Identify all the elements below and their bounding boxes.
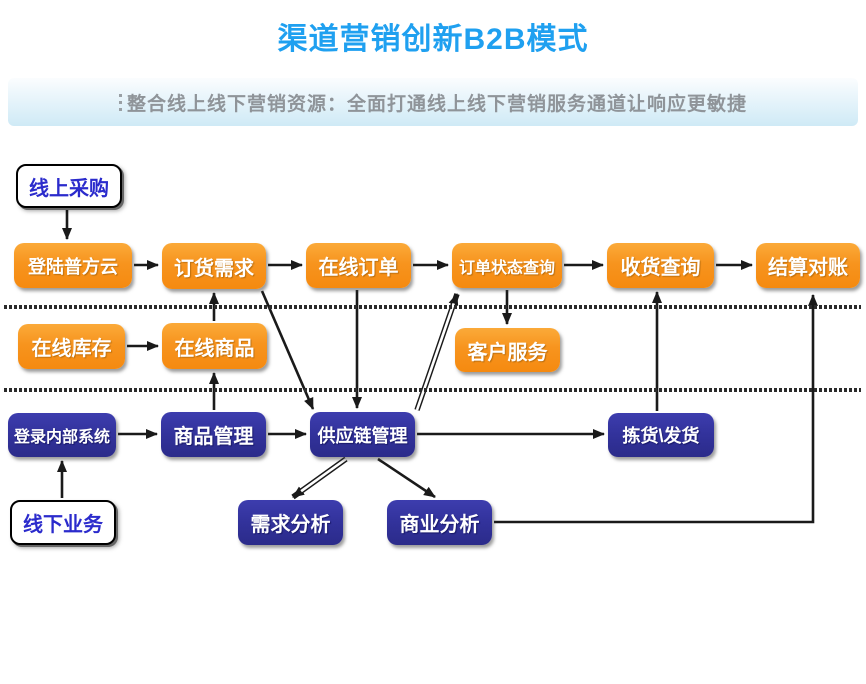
node-login-pufang-cloud: 登陆普方云	[14, 243, 132, 288]
node-internal-system-login: 登录内部系统	[8, 413, 116, 457]
node-settlement-reconciliation: 结算对账	[756, 243, 860, 288]
node-online-inventory: 在线库存	[18, 324, 125, 369]
node-order-status-query: 订单状态查询	[452, 243, 562, 288]
subtitle-text: 整合线上线下营销资源：全面打通线上线下营销服务通道让响应更敏捷	[126, 93, 747, 115]
subtitle-banner: 整合线上线下营销资源：全面打通线上线下营销服务通道让响应更敏捷	[8, 78, 858, 126]
node-online-goods: 在线商品	[162, 323, 267, 369]
node-online-order: 在线订单	[306, 243, 411, 288]
banner-bullet-icon	[118, 93, 124, 111]
node-receipt-query: 收货查询	[607, 243, 714, 288]
page-title: 渠道营销创新B2B模式	[277, 23, 589, 56]
node-picking-shipping: 拣货\发货	[608, 413, 714, 457]
node-demand-analysis: 需求分析	[238, 500, 343, 545]
node-order-demand: 订货需求	[162, 243, 266, 289]
node-business-analysis: 商业分析	[387, 500, 492, 545]
node-online-purchase: 线上采购	[16, 164, 122, 208]
node-offline-business: 线下业务	[10, 500, 116, 545]
node-customer-service: 客户服务	[455, 328, 560, 372]
node-supply-chain-management: 供应链管理	[310, 412, 415, 457]
node-goods-management: 商品管理	[161, 412, 266, 457]
